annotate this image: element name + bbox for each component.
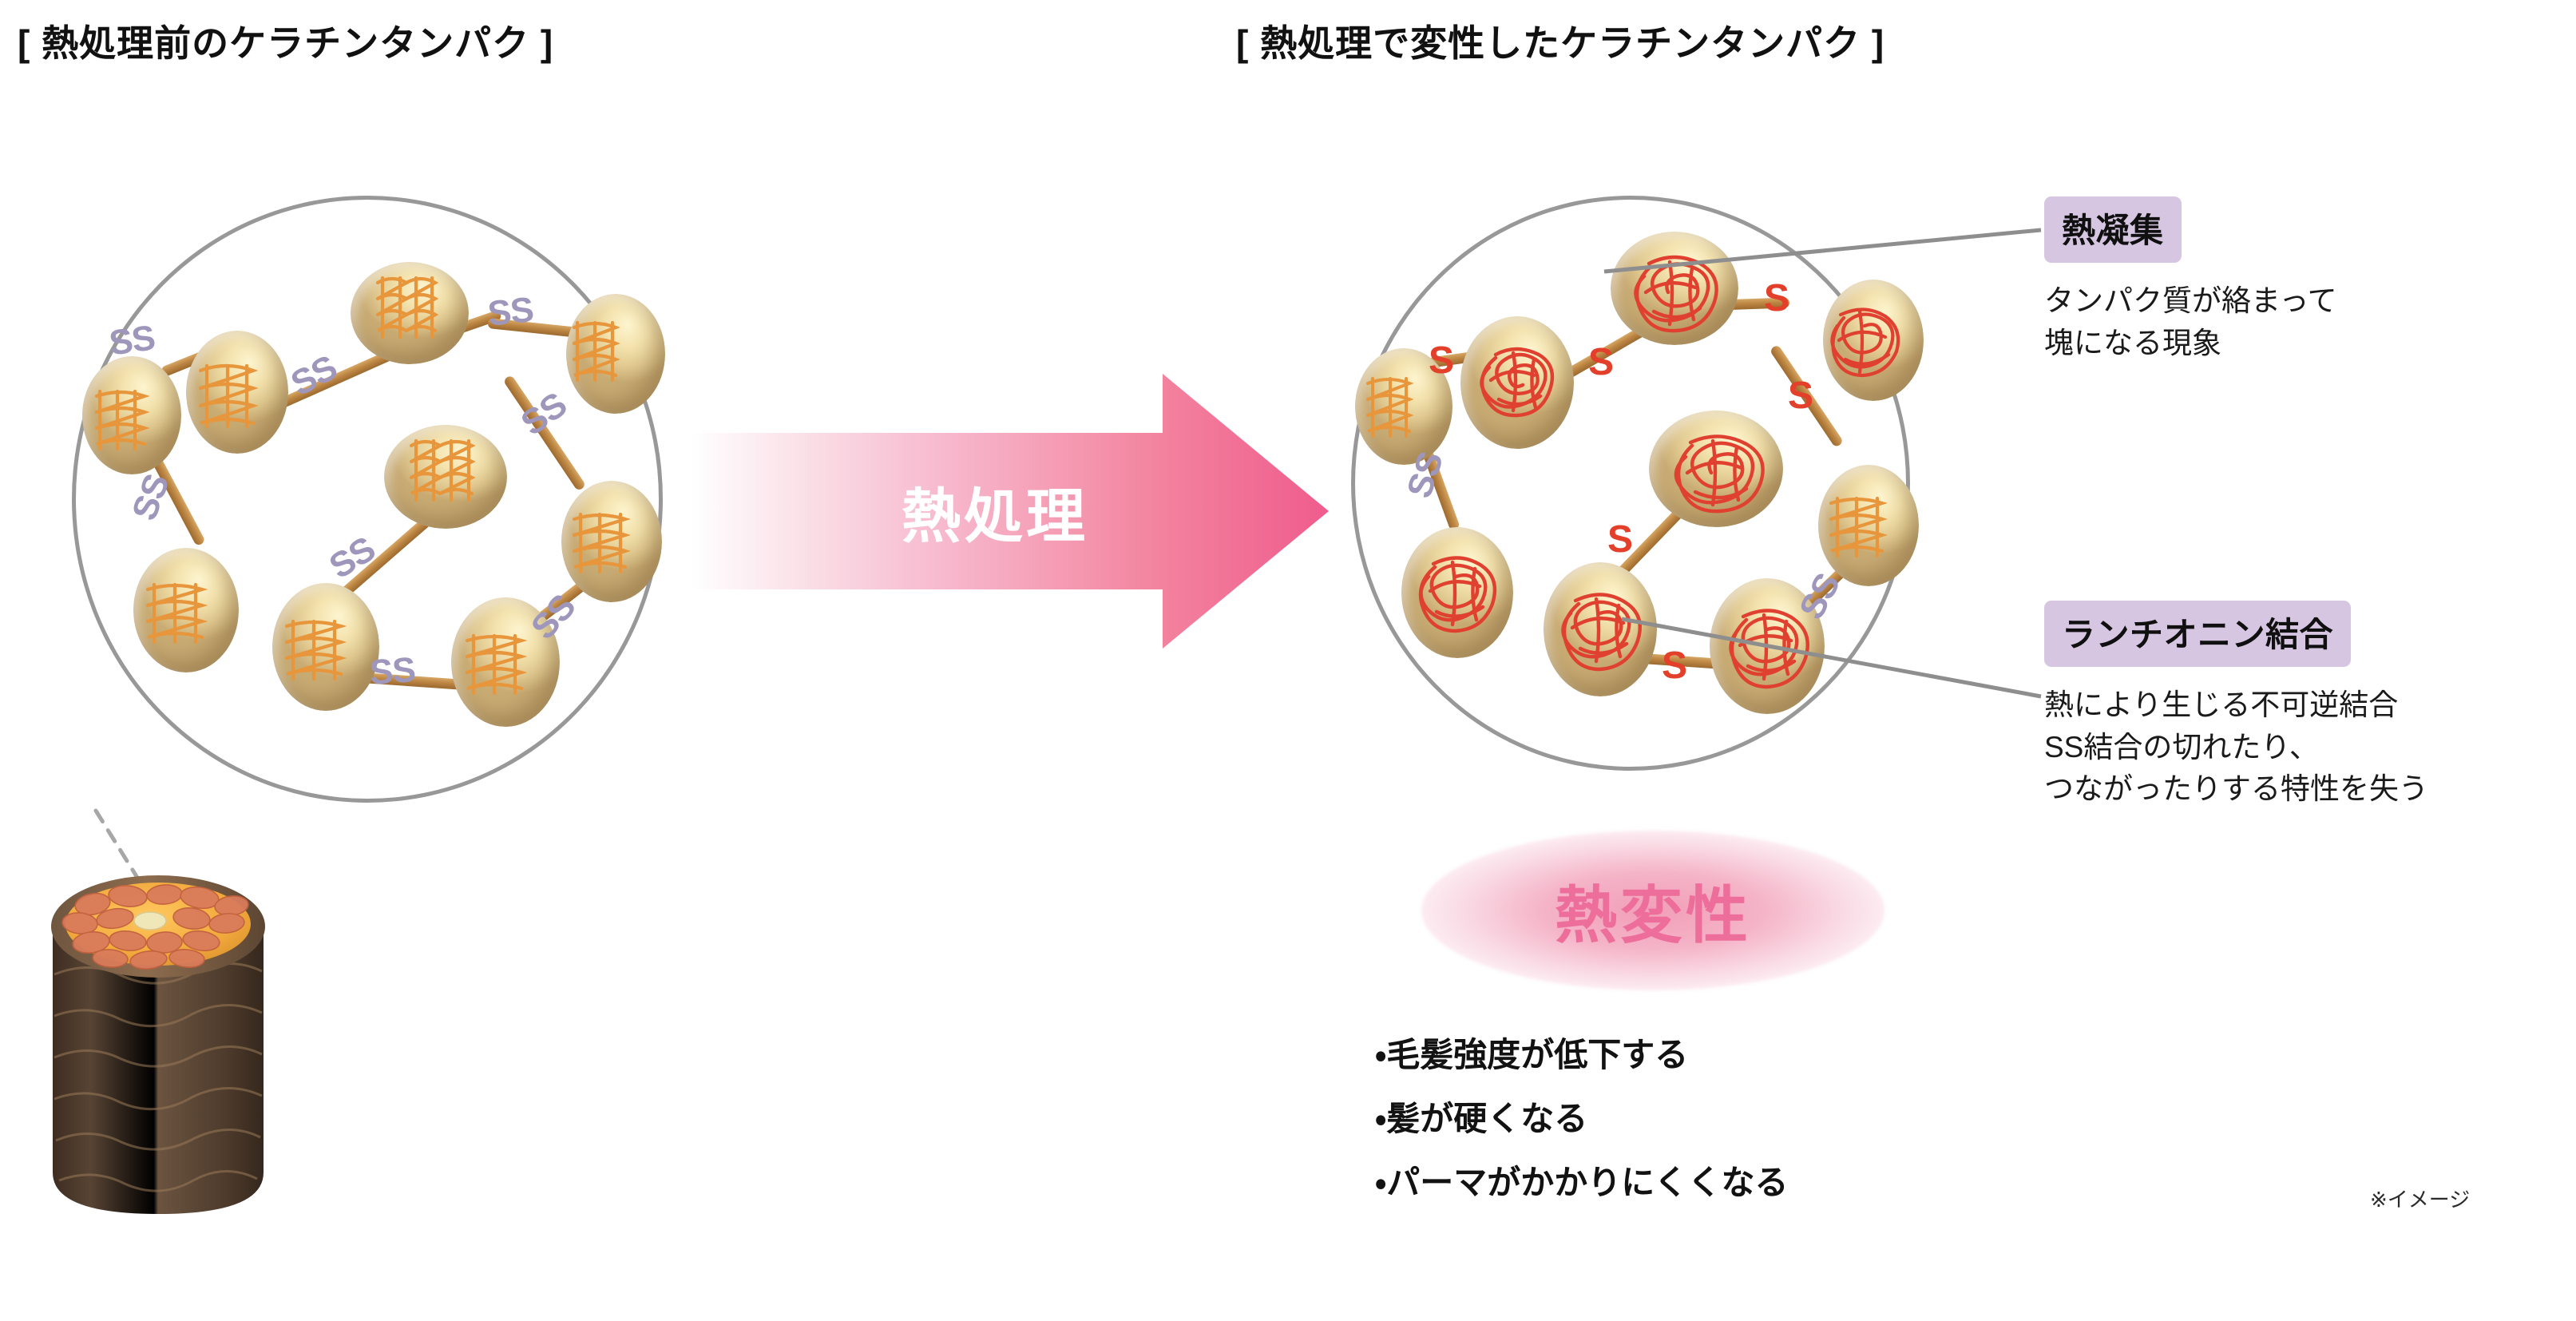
lanthionine-bond-label: S [1764,277,1789,319]
denatured-keratin-circle: S S S S S S SS SS [1351,196,1924,771]
lanthionine-bond-label: S [1607,518,1633,561]
denatured-globule [1823,280,1924,401]
tangled-coil-icon [1674,434,1765,514]
callout-lanthionine-bond: ランチオニン結合 熱により生じる不可逆結合 SS結合の切れたり、 つながったりす… [2044,601,2428,811]
ordered-coil-icon [465,633,528,696]
intact-globule [1818,465,1919,586]
tangled-coil-icon [1561,593,1642,672]
disulfide-bond-label: SS [106,318,157,363]
keratin-globule [561,481,662,602]
left-panel-title: [ 熱処理前のケラチンタンパク ] [18,22,554,64]
ordered-coil-icon [284,619,347,681]
denatured-globule [1649,411,1783,527]
tangled-coil-icon [1830,307,1900,378]
denatured-globule [1611,232,1738,345]
right-panel-title: [ 熱処理で変性したケラチンタンパク ] [1236,22,1885,64]
keratin-globule [351,262,469,364]
lanthionine-bond-label: S [1788,375,1813,417]
disulfide-bond-label: SS [323,529,382,587]
native-keratin-stage: SS SS SS SS SS SS SS SS [76,200,665,799]
callout-desc-line: 塊になる現象 [2044,326,2221,359]
ordered-coil-icon [145,582,208,645]
ordered-coil-icon [1829,496,1888,558]
callout-desc-line: つながったりする特性を失う [2044,772,2428,806]
list-item: ・毛髪強度が低下する [1375,1036,1689,1073]
list-item: ・髪が硬くなる [1375,1100,1588,1137]
list-item: ・パーマがかかりにくくなる [1375,1164,1789,1201]
callout-thermal-aggregation: 熱凝集 タンパク質が絡まって 塊になる現象 [2044,196,2337,364]
ordered-coil-icon [572,320,620,383]
ordered-coil-icon [572,512,632,574]
keratin-globule [272,583,379,711]
keratin-globule [566,294,665,414]
callout-badge-label: 熱凝集 [2044,196,2182,263]
disulfide-bond-label: SS [368,650,417,692]
image-disclaimer-footnote: ※イメージ [2370,1188,2471,1212]
denatured-globule [1460,316,1574,449]
ordered-coil-icon [94,389,150,451]
callout-desc-line: 熱により生じる不可逆結合 [2044,688,2399,721]
denaturation-label: 熱変性 [1554,880,1751,950]
callout-desc-line: SS結合の切れたり、 [2044,730,2319,764]
tangled-coil-icon [1634,255,1718,333]
heat-treatment-arrow [692,369,1329,653]
ordered-coil-icon [375,276,439,339]
lanthionine-bond-label: S [1588,341,1614,383]
denatured-globule [1401,527,1513,658]
hair-fiber-illustration [22,839,294,1242]
keratin-globule [384,425,507,529]
keratin-globule [451,597,560,727]
callout-badge-label: ランチオニン結合 [2044,601,2352,667]
keratin-globule [186,331,288,454]
tangled-coil-icon [1418,556,1497,633]
tangled-coil-icon [1480,347,1555,418]
ordered-coil-icon [409,438,476,502]
denatured-globule [1544,562,1657,696]
lanthionine-bond-label: S [1429,339,1454,382]
denatured-globule [1355,348,1452,465]
denaturation-effects-list: ・毛髪強度が低下する ・髪が硬くなる ・パーマがかかりにくくなる [1375,1038,1788,1200]
ordered-coil-icon [1366,377,1414,438]
denatured-keratin-stage: S S S S S S SS SS [1355,200,1924,767]
callout-desc-line: タンパク質が絡まって [2044,284,2337,317]
disulfide-bond-label: SS [485,290,536,334]
lanthionine-bond-label: S [1662,645,1687,687]
native-keratin-circle: SS SS SS SS SS SS SS SS [72,196,665,803]
ordered-coil-icon [198,363,259,429]
keratin-globule [82,356,181,474]
keratin-globule [133,548,239,672]
denaturation-glow [1421,831,1884,990]
